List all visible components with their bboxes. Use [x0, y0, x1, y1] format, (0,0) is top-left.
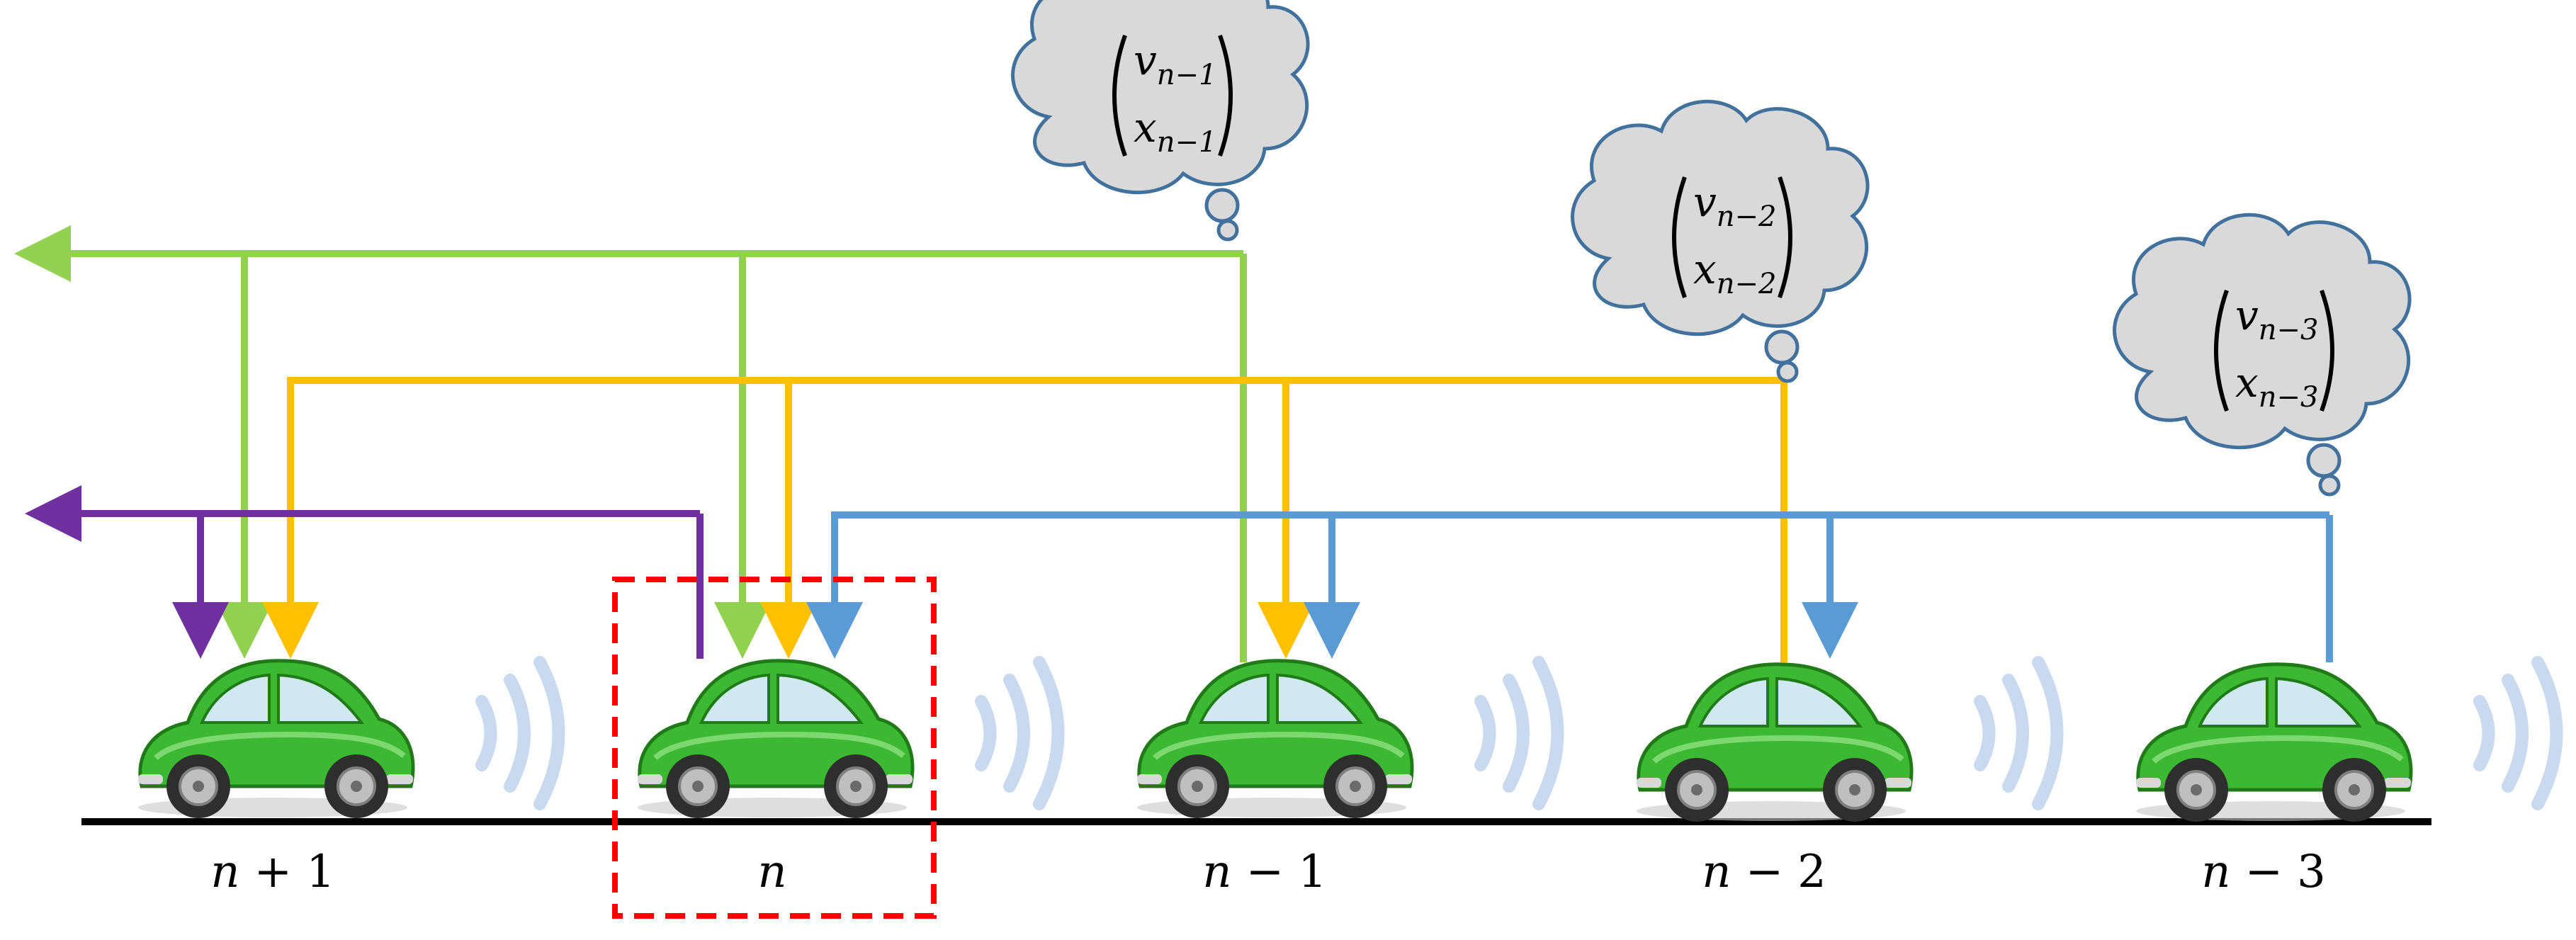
vehicle-n-plus-1: [138, 661, 413, 818]
wireless-signal-icon: [2480, 662, 2557, 804]
state-velocity: vn−3: [2235, 291, 2319, 346]
green-car-icon: [1637, 664, 1911, 822]
wireless-signal-icon: [482, 662, 559, 804]
blue-link: [806, 511, 2333, 662]
thought-bubble-n-minus-2: vn−2 xn−2: [1573, 101, 1868, 381]
state-position: xn−3: [2235, 358, 2318, 414]
vehicle-n-minus-3: [2136, 664, 2411, 822]
vehicle-label: n: [757, 846, 786, 898]
thought-bubble-n-minus-3: vn−3 xn−3: [2115, 215, 2410, 494]
green-car-icon: [638, 661, 913, 818]
thought-bubble-n-minus-1: vn−1 xn−1: [1013, 0, 1308, 239]
purple-link: [25, 485, 704, 659]
wireless-signal-icon: [981, 662, 1058, 804]
wireless-signal-icon: [1980, 662, 2057, 804]
green-car-icon: [138, 661, 413, 818]
thought-bubble-icon: [2115, 215, 2410, 494]
thought-bubble-icon: [1573, 101, 1868, 381]
green-car-icon: [1137, 661, 1412, 818]
vehicle-label: n−1: [1202, 846, 1327, 898]
vehicle-label: n−2: [1702, 846, 1826, 898]
vehicle-label: n−3: [2201, 846, 2326, 898]
vehicle-n: [638, 661, 913, 818]
wireless-signal-icon: [1481, 662, 1558, 804]
vehicle-n-minus-2: [1637, 664, 1911, 822]
thought-bubble-icon: [1013, 0, 1308, 239]
vehicle-label: n+1: [210, 846, 335, 898]
green-car-icon: [2136, 664, 2411, 822]
state-velocity: vn−1: [1134, 36, 1217, 91]
green-link: [14, 225, 1247, 662]
state-velocity: vn−2: [1693, 178, 1777, 233]
state-position: xn−2: [1693, 245, 1776, 300]
vehicle-n-minus-1: [1137, 661, 1412, 818]
yellow-link: [262, 377, 1787, 662]
focus-box: [612, 577, 937, 919]
state-position: xn−1: [1134, 103, 1216, 159]
